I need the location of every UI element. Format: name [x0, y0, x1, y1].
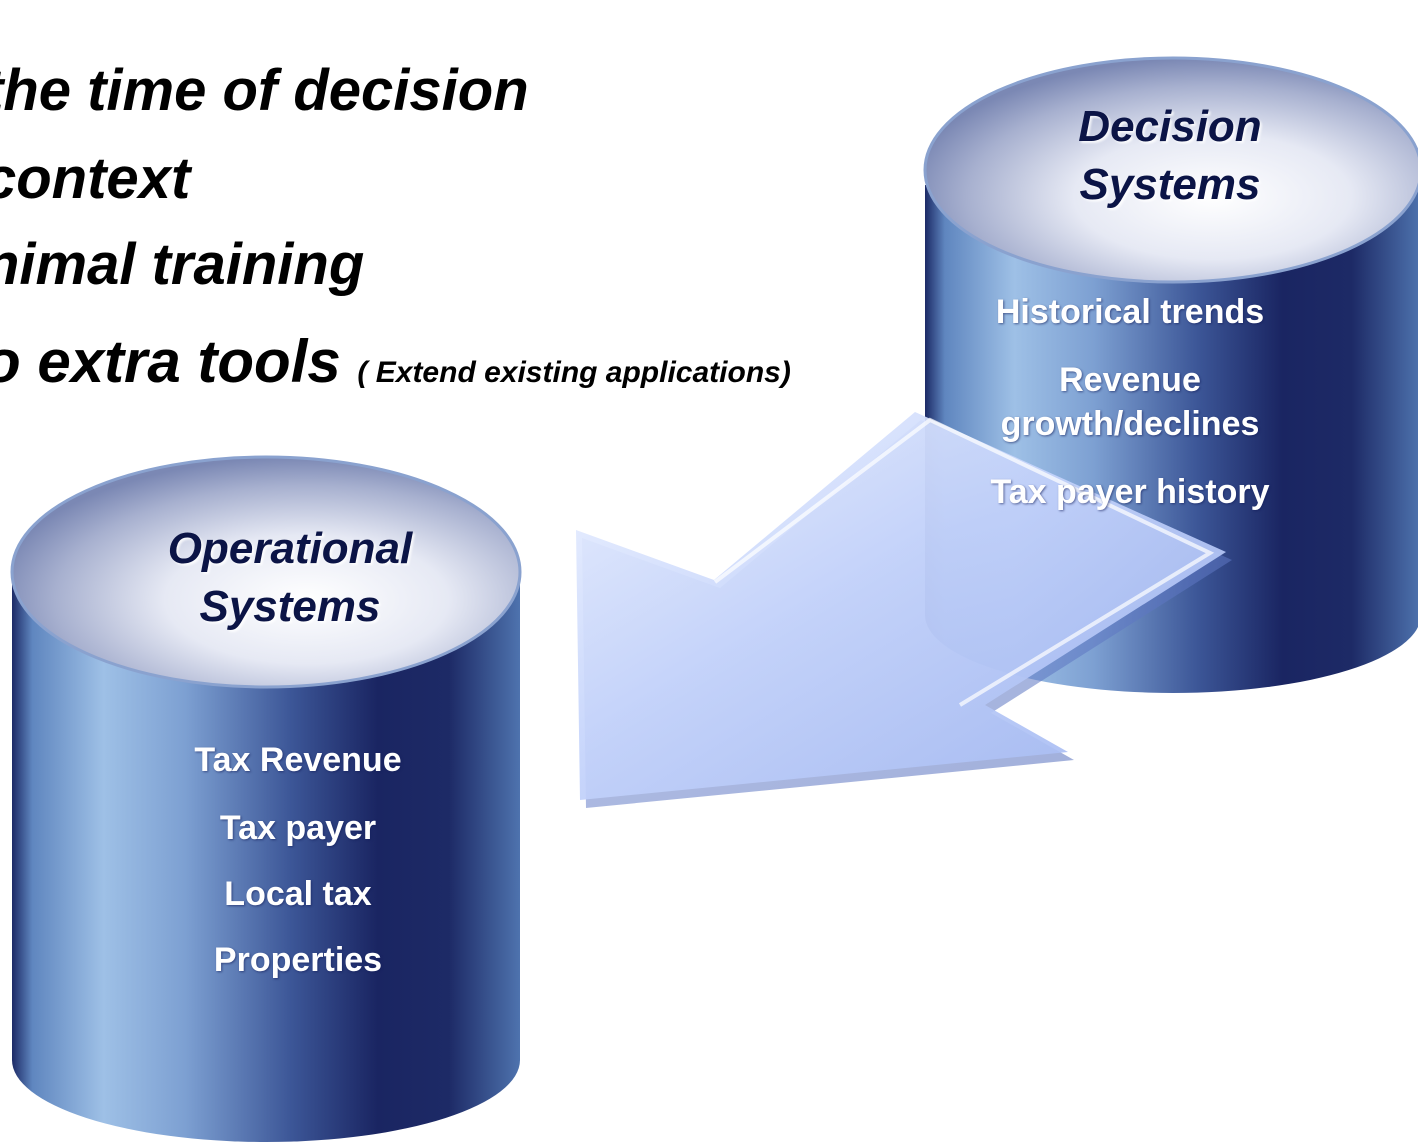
decision-item-revenue: Revenue — [1059, 361, 1201, 399]
decision-title-line2: Systems — [1079, 160, 1261, 209]
operational-title-line1: Operational — [167, 524, 413, 573]
decision-item-historical-trends: Historical trends — [995, 293, 1265, 331]
operational-cylinder-body — [12, 572, 520, 1142]
flow-arrow — [576, 412, 1232, 808]
operational-cylinder-rim — [10, 455, 522, 689]
bullet-text: context — [0, 146, 191, 211]
bullet-text: the time of decision — [0, 58, 529, 123]
operational-item-tax-revenue: Tax Revenue — [194, 741, 402, 779]
bullet-text: nimal training — [0, 232, 365, 297]
decision-item-tax-payer-history: Tax payer history — [990, 473, 1270, 511]
bullet-training: nimal training — [0, 236, 364, 294]
operational-cylinder-top — [12, 457, 520, 687]
bullet-decision-time: the time of decision — [0, 62, 529, 120]
decision-systems-title: Decision Systems — [1040, 98, 1300, 214]
bullet-text: o extra tools — [0, 328, 341, 395]
bullet-extra-tools: o extra tools ( Extend existing applicat… — [0, 332, 791, 392]
decision-title-line1: Decision — [1078, 102, 1262, 151]
decision-item-growth-declines: growth/declines — [1000, 405, 1260, 443]
operational-systems-title: Operational Systems — [130, 520, 450, 636]
operational-item-properties: Properties — [213, 941, 383, 979]
bullet-context: context — [0, 150, 190, 208]
arrow-body — [576, 412, 1226, 800]
operational-item-tax-payer: Tax payer — [219, 809, 377, 847]
decision-cylinder-top — [925, 58, 1418, 282]
operational-item-local-tax: Local tax — [224, 875, 372, 913]
bullet-note: ( Extend existing applications) — [357, 356, 791, 389]
decision-cylinder-rim — [923, 56, 1418, 284]
arrow-highlight — [713, 417, 1215, 707]
operational-systems-cylinder — [10, 455, 522, 1142]
operational-title-line2: Systems — [199, 582, 381, 631]
